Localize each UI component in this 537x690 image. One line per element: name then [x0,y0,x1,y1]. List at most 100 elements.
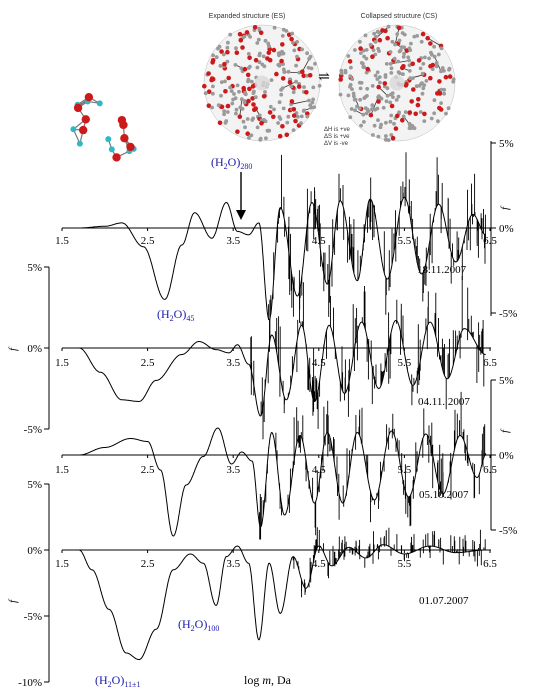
spectrum-envelope-line [79,427,486,537]
hydrogen-atom-icon [291,128,296,133]
oxygen-atom-icon [422,111,427,117]
hydrogen-atom-icon [389,113,394,118]
oxygen-atom-icon [225,103,231,109]
hydrogen-atom-icon [442,68,446,73]
hydrogen-atom-icon [361,48,366,53]
oxygen-atom-icon [202,83,207,89]
y-tick-label: 5% [499,375,514,387]
oxygen-atom-icon [338,77,344,82]
oxygen-atom-icon [293,118,298,124]
oxygen-atom-icon [395,113,400,119]
oxygen-atom-icon [420,31,426,37]
hydrogen-atom-icon [375,106,380,111]
hydrogen-atom-icon [349,107,354,111]
hydrogen-atom-icon [353,97,358,102]
hydrogen-atom-icon [214,55,219,60]
oxygen-atom-icon [425,35,431,41]
hydrogen-atom-icon [389,71,394,75]
hydrogen-atom-icon [255,65,260,70]
hydrogen-atom-icon [258,137,263,142]
y-axis-label: f [499,205,511,210]
hydrogen-atom-icon [439,87,444,92]
hydrogen-atom-icon [398,48,403,53]
hydrogen-atom-icon [250,118,255,122]
hydrogen-atom-icon [308,54,313,59]
hydrogen-atom-icon [364,48,369,52]
hydrogen-atom-icon [233,96,238,101]
hydrogen-atom-icon [225,110,230,114]
hydrogen-atom-icon [403,110,408,114]
hydrogen-atom-icon [311,97,315,102]
hydrogen-atom-icon [234,111,238,116]
h2o-100-sub2: 100 [207,624,219,633]
oxygen-atom-icon [289,36,294,42]
y-axis-label: f [499,428,511,433]
hydrogen-atom-icon [343,70,348,75]
hydrogen-atom-icon [286,69,291,74]
h2o-11-sub2: 11±1 [124,680,140,689]
oxygen-atom-icon [305,111,310,116]
h2o-280-arrow-head-icon [236,210,246,220]
hydrogen-atom-icon [362,65,367,70]
oxygen-atom-icon [244,30,250,35]
hydrogen-atom-icon [338,92,343,97]
collapsed-structure-icon [338,24,456,143]
panel-date-label: 04.11. 2007 [418,396,470,408]
hydrogen-atom-icon [299,121,303,126]
x-tick-label: 6.5 [483,235,497,247]
x-tick-label: 6.5 [483,357,497,369]
hydrogen-atom-icon [295,54,299,59]
oxygen-atom-icon [258,30,264,36]
hydrogen-atom-icon [238,105,243,110]
hydrogen-atom-icon [352,94,356,99]
hydrogen-atom-icon [245,117,250,121]
hydrogen-atom-icon [278,117,283,121]
hydrogen-atom-icon [383,137,388,142]
hydrogen-atom-icon [361,61,365,66]
oxygen-atom-icon [245,72,251,78]
oxygen-atom-icon [252,25,258,30]
hydrogen-atom-icon [359,123,363,128]
hydrogen-atom-icon [291,40,295,45]
oxygen-atom-icon [219,49,224,54]
x-tick-label: 2.5 [141,464,155,476]
hydrogen-atom-icon [439,69,443,74]
oxygen-atom-icon [210,58,216,63]
oxygen-atom-icon [291,113,297,118]
oxygen-atom-icon [252,107,257,112]
hydrogen-atom-icon [257,113,262,118]
oxygen-atom-icon [242,66,248,72]
oxygen-atom-icon [73,103,83,113]
y-tick-label: 0% [499,223,514,235]
hydrogen-atom-icon [246,52,251,56]
hydrogen-atom-icon [294,63,298,68]
hydrogen-atom-icon [451,77,456,82]
hydrogen-atom-icon [268,104,273,109]
hydrogen-atom-icon [420,91,425,96]
oxygen-atom-icon [240,45,245,50]
oxygen-atom-icon [247,86,252,92]
hydrogen-atom-icon [409,41,413,46]
oxygen-atom-icon [428,75,433,81]
hydrogen-atom-icon [408,76,413,81]
oxygen-atom-icon [443,74,449,80]
hydrogen-atom-icon [224,119,229,123]
oxygen-atom-icon [396,25,402,31]
h2o-11-sub1: 2 [108,680,112,689]
oxygen-atom-icon [380,28,385,33]
expanded-structure-caption: Expanded structure (ES) [209,13,286,20]
hydrogen-atom-icon [353,108,357,113]
hydrogen-atom-icon [284,29,289,33]
hydrogen-atom-icon [225,59,230,64]
oxygen-atom-icon [358,46,363,51]
hydrogen-atom-icon [243,91,248,96]
hydrogen-atom-icon [261,54,266,59]
oxygen-atom-icon [206,103,212,108]
hydrogen-atom-icon [311,85,316,90]
oxygen-atom-icon [437,91,443,96]
hydrogen-atom-icon [418,110,423,114]
oxygen-atom-icon [225,49,230,55]
hydrogen-atom-icon [216,46,220,51]
y-tick-label: 0% [27,343,42,355]
hydrogen-atom-icon [385,86,390,91]
